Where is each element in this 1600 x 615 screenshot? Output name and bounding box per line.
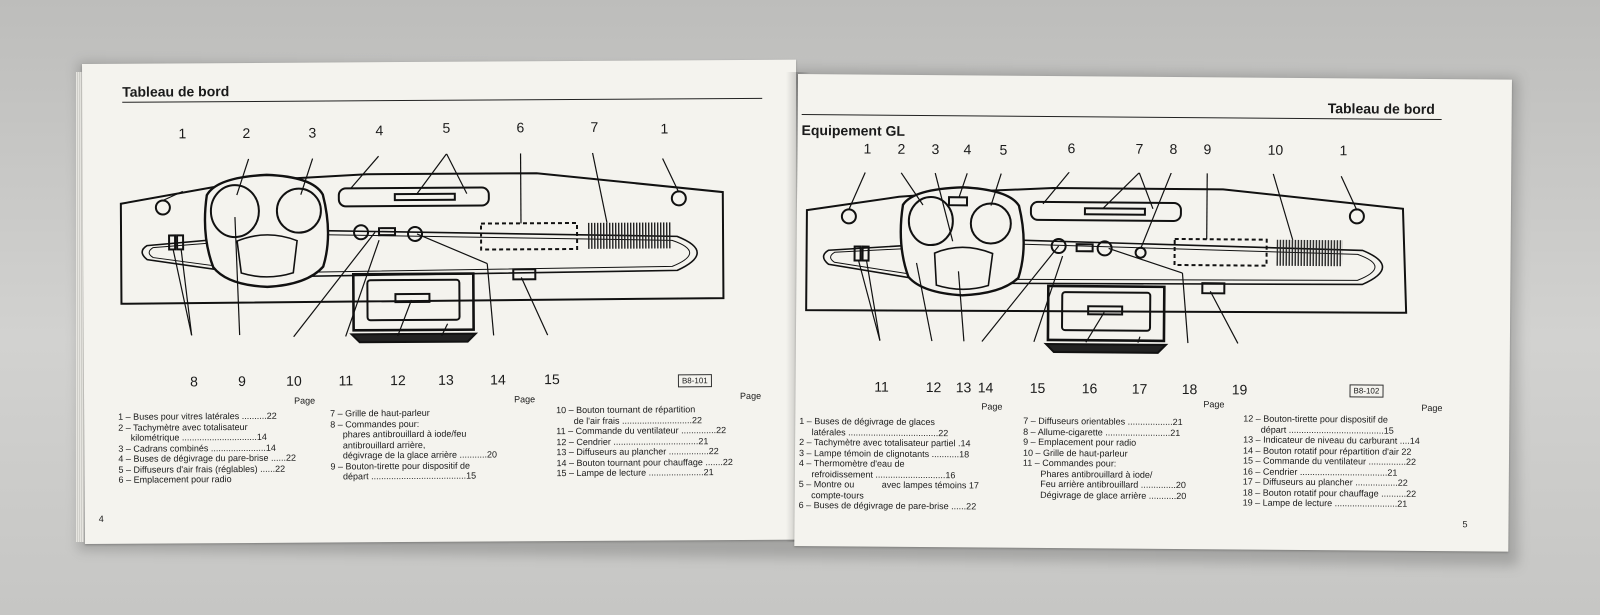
callout-number: 10 [1267, 141, 1284, 158]
page-number: 5 [1462, 519, 1468, 530]
callout-number: 5 [999, 141, 1008, 158]
legend-item: 11 – Commandes pour: [1022, 457, 1117, 469]
legend-item: Feu arrière antibrouillard .............… [1022, 478, 1186, 491]
callout-number: 6 [516, 119, 525, 136]
callout-number: 6 [1067, 140, 1076, 157]
dashboard-diagram-standard [119, 152, 725, 344]
legend-item: 5 – Montre ou avec lampes témoins 17 [798, 479, 979, 491]
callout-number: 1 [863, 140, 872, 157]
legend-item: dégivrage de la glace arrière ..........… [330, 449, 498, 461]
figure-reference-code: B8-101 [677, 374, 712, 388]
callout-number: 1 [178, 125, 187, 142]
callout-number: 12 [925, 379, 942, 396]
legend-item: 2 – Tachymètre avec totalisateur partiel… [799, 437, 971, 449]
callout-number: 4 [963, 141, 972, 158]
legend-column: 1 – Buses de dégivrage de glaces latéral… [799, 416, 980, 512]
page-column-label: Page [294, 395, 316, 406]
callout-number: 11 [874, 378, 889, 395]
legend-item: 5 – Diffuseurs d'air frais (réglables) .… [118, 463, 286, 475]
legend-item: 6 – Buses de dégivrage de pare-brise ...… [798, 500, 977, 512]
legend-item: 13 – Diffuseurs au plancher ............… [556, 446, 719, 458]
legend-item: 12 – Bouton-tirette pour dispositif de [1243, 413, 1388, 425]
right-page: Tableau de bord Equipement GL 1 2 3 4 5 … [794, 74, 1512, 552]
legend-item: Dégivrage de glace arrière ...........20 [1022, 489, 1187, 501]
callout-number: 13 [438, 371, 454, 388]
callout-number: 11 [338, 372, 354, 389]
callout-number: 5 [442, 119, 451, 136]
callout-number: 3 [931, 141, 940, 158]
callout-number: 15 [544, 371, 560, 388]
page-column-label: Page [1421, 402, 1443, 414]
callout-number: 17 [1131, 380, 1148, 397]
page-column-label: Page [1203, 399, 1225, 410]
callout-number: 1 [1339, 142, 1348, 159]
page-header-title: Tableau de bord [122, 83, 230, 100]
legend-item: départ .................................… [330, 470, 477, 482]
legend-column: 7 – Grille de haut-parleur 8 – Commandes… [330, 407, 497, 482]
legend-item: 4 – Buses de dégivrage du pare-brise ...… [118, 452, 297, 464]
callout-number: 18 [1181, 381, 1198, 398]
callout-number: 13 [955, 379, 972, 396]
callout-number: 14 [490, 371, 506, 388]
page-column-label: Page [514, 394, 536, 405]
page-header-title: Tableau de bord [1327, 100, 1435, 118]
callout-number: 10 [286, 372, 302, 389]
legend-item: 7 – Diffuseurs orientables .............… [1023, 415, 1183, 428]
legend-item: 1 – Buses de dégivrage de glaces [799, 416, 935, 428]
legend-column: 7 – Diffuseurs orientables .............… [1023, 416, 1187, 501]
callout-number: 9 [237, 373, 246, 390]
legend-column: 12 – Bouton-tirette pour dispositif de d… [1243, 414, 1420, 510]
callout-number: 7 [1135, 140, 1144, 157]
legend-item: 6 – Emplacement pour radio [118, 474, 232, 485]
callout-number: 1 [660, 120, 669, 137]
section-title: Equipement GL [801, 122, 906, 139]
legend-item: 19 – Lampe de lecture ..................… [1242, 497, 1408, 509]
legend-item: 15 – Lampe de lecture ..................… [556, 467, 714, 479]
left-page: Tableau de bord 1 2 3 4 5 6 7 1 [82, 59, 799, 544]
page-stack-edge [76, 72, 84, 542]
figure-reference-code: B8-102 [1349, 384, 1384, 398]
callout-number: 14 [977, 379, 994, 396]
legend-item: 9 – Emplacement pour radio [1023, 436, 1137, 448]
legend-item: 13 – Indicateur de niveau du carburant .… [1243, 434, 1420, 446]
callout-number: 7 [590, 118, 599, 135]
page-number: 4 [98, 513, 104, 524]
page-column-label: Page [981, 401, 1003, 412]
callout-number: 2 [897, 140, 906, 157]
callout-number: 15 [1029, 379, 1046, 396]
legend-item: 15 – Commande du ventilateur ...........… [1242, 455, 1417, 467]
legend-column: 10 – Bouton tournant de répartition de l… [556, 404, 733, 479]
legend-item: 17 – Diffuseurs au plancher ............… [1242, 476, 1408, 488]
callout-number: 12 [390, 372, 406, 389]
callout-number: 8 [1169, 140, 1178, 157]
callout-number: 4 [375, 122, 384, 139]
page-column-label: Page [740, 390, 762, 401]
legend-column: 1 – Buses pour vitres latérales ........… [118, 411, 296, 486]
callout-number: 16 [1081, 380, 1098, 397]
callout-number: 9 [1203, 141, 1212, 158]
callout-number: 19 [1231, 381, 1248, 398]
legend-item: 4 – Thermomètre d'eau de [798, 458, 905, 469]
callout-number: 2 [242, 124, 251, 142]
callout-number: 3 [308, 124, 317, 141]
callout-number: 8 [189, 373, 198, 390]
dashboard-diagram-gl [805, 171, 1408, 354]
legend-item: 1 – Buses pour vitres latérales ........… [118, 410, 277, 422]
legend-item: 11 – Commande du ventilateur ...........… [556, 425, 727, 437]
